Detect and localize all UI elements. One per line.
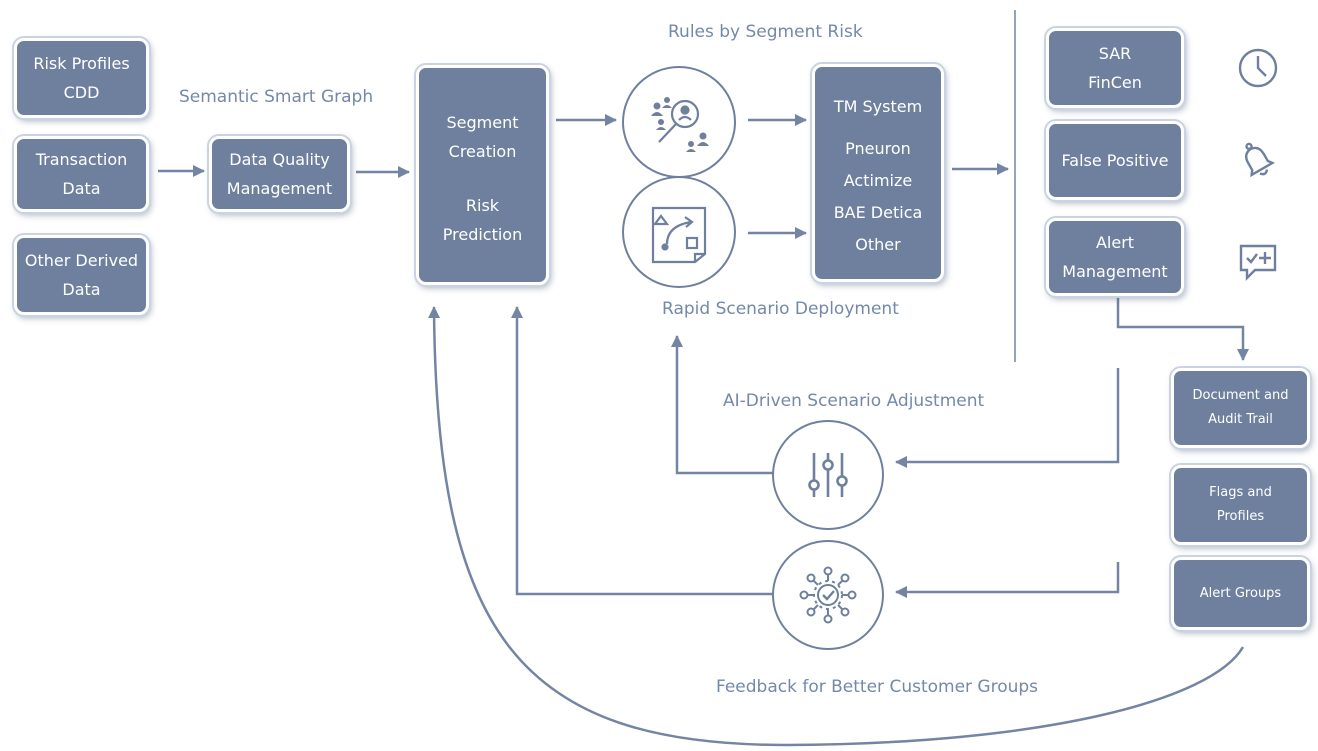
curve-alertgroups-to-segment [428, 306, 1245, 747]
rules-by-segment-risk-label: Rules by Segment Risk [668, 22, 863, 42]
tm-system-box: TM System Pneuron Actimize BAE Detica Ot… [812, 64, 944, 282]
input-other-derived-data-box: Other Derived Data [14, 235, 149, 315]
subitem-line: Alert Groups [1199, 585, 1282, 601]
arrow-feedback-to-segment [511, 306, 773, 596]
segment-line: Segment [446, 113, 519, 132]
flags-profiles-box: Flags and Profiles [1171, 465, 1310, 545]
dqm-line: Management [226, 179, 333, 198]
output-line: FinCen [1088, 73, 1142, 92]
rules-by-segment-risk-circle [622, 66, 736, 178]
arrow-alert-to-subitems [1116, 292, 1249, 361]
semantic-smart-graph-label: Semantic Smart Graph [179, 87, 374, 107]
arrow-ai-to-rapid [671, 335, 774, 475]
subitem-line: Document and [1192, 388, 1289, 403]
sliders-icon [808, 453, 848, 497]
output-line: False Positive [1061, 151, 1169, 170]
input-line: Risk Profiles [33, 54, 130, 73]
tm-line: TM System [833, 97, 923, 116]
input-line: CDD [63, 83, 100, 102]
segment-line: Prediction [442, 225, 523, 244]
input-transaction-data-box: Transaction Data [14, 136, 149, 212]
input-line: Transaction [35, 150, 128, 169]
scenario-plan-icon [651, 206, 707, 264]
input-line: Other Derived [24, 251, 139, 270]
data-quality-management-box: Data Quality Management [209, 136, 350, 212]
segment-line: Creation [448, 142, 517, 161]
chat-plus-icon [1239, 244, 1277, 281]
alert-groups-box: Alert Groups [1171, 557, 1310, 630]
arrow-feed-to-feedback [895, 562, 1120, 598]
clock-icon [1238, 48, 1278, 88]
feedback-circle [772, 540, 884, 650]
ai-adjustment-circle [772, 420, 884, 530]
input-risk-profiles-box: Risk Profiles CDD [14, 38, 149, 118]
tm-line: BAE Detica [833, 203, 923, 222]
output-line: Management [1062, 262, 1168, 281]
output-alert-management-box: Alert Management [1046, 218, 1184, 296]
output-line: Alert [1095, 233, 1135, 252]
bell-icon [1244, 142, 1276, 178]
dqm-line: Data Quality [229, 150, 330, 169]
subitem-line: Profiles [1216, 509, 1265, 524]
tm-line: Pneuron [845, 139, 911, 158]
rapid-scenario-deployment-circle [622, 176, 736, 288]
output-line: SAR [1098, 44, 1132, 63]
tm-line: Other [855, 235, 901, 254]
segment-line: Risk [465, 196, 500, 215]
network-check-icon [799, 566, 857, 624]
output-false-positive-box: False Positive [1046, 121, 1184, 200]
input-line: Data [62, 179, 101, 198]
feedback-label: Feedback for Better Customer Groups [716, 677, 1039, 697]
ai-driven-scenario-adjustment-label: AI-Driven Scenario Adjustment [723, 391, 985, 411]
subitem-line: Audit Trail [1208, 412, 1273, 427]
document-audit-trail-box: Document and Audit Trail [1171, 368, 1310, 448]
segment-creation-box: Segment Creation Risk Prediction [416, 65, 549, 285]
output-sar-fincen-box: SAR FinCen [1046, 28, 1184, 108]
people-search-icon [651, 97, 709, 152]
arrow-feed-to-ai [895, 368, 1120, 468]
rapid-scenario-deployment-label: Rapid Scenario Deployment [662, 299, 899, 319]
tm-line: Actimize [843, 171, 913, 190]
subitem-line: Flags and [1209, 485, 1272, 500]
input-line: Data [62, 280, 101, 299]
